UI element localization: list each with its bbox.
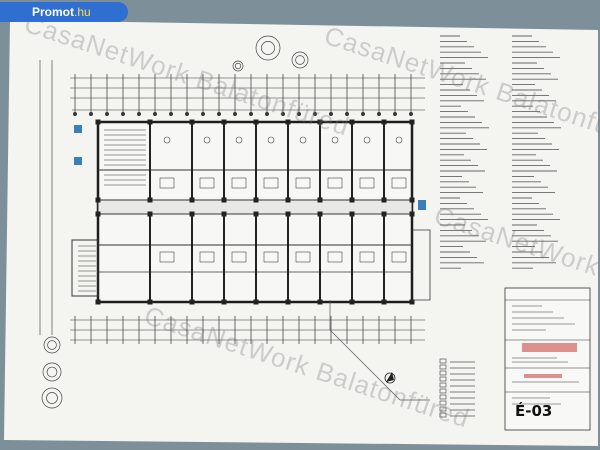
floor-plan xyxy=(78,119,415,305)
dimension-lines xyxy=(39,60,425,341)
legend xyxy=(439,358,475,418)
site-boundary xyxy=(412,229,431,301)
title-block xyxy=(504,287,591,431)
axis-ticks xyxy=(73,74,413,344)
trees xyxy=(41,35,309,409)
blue-markers xyxy=(74,125,426,210)
north-arrow xyxy=(384,372,396,384)
source-name: Promot xyxy=(32,5,74,19)
source-tld: .hu xyxy=(74,5,91,19)
notes-column xyxy=(440,35,561,269)
entrance-block xyxy=(71,239,99,297)
source-badge[interactable]: Promot.hu xyxy=(0,2,128,22)
drawing-number: É-03 xyxy=(515,402,553,420)
site-outline xyxy=(329,300,430,401)
